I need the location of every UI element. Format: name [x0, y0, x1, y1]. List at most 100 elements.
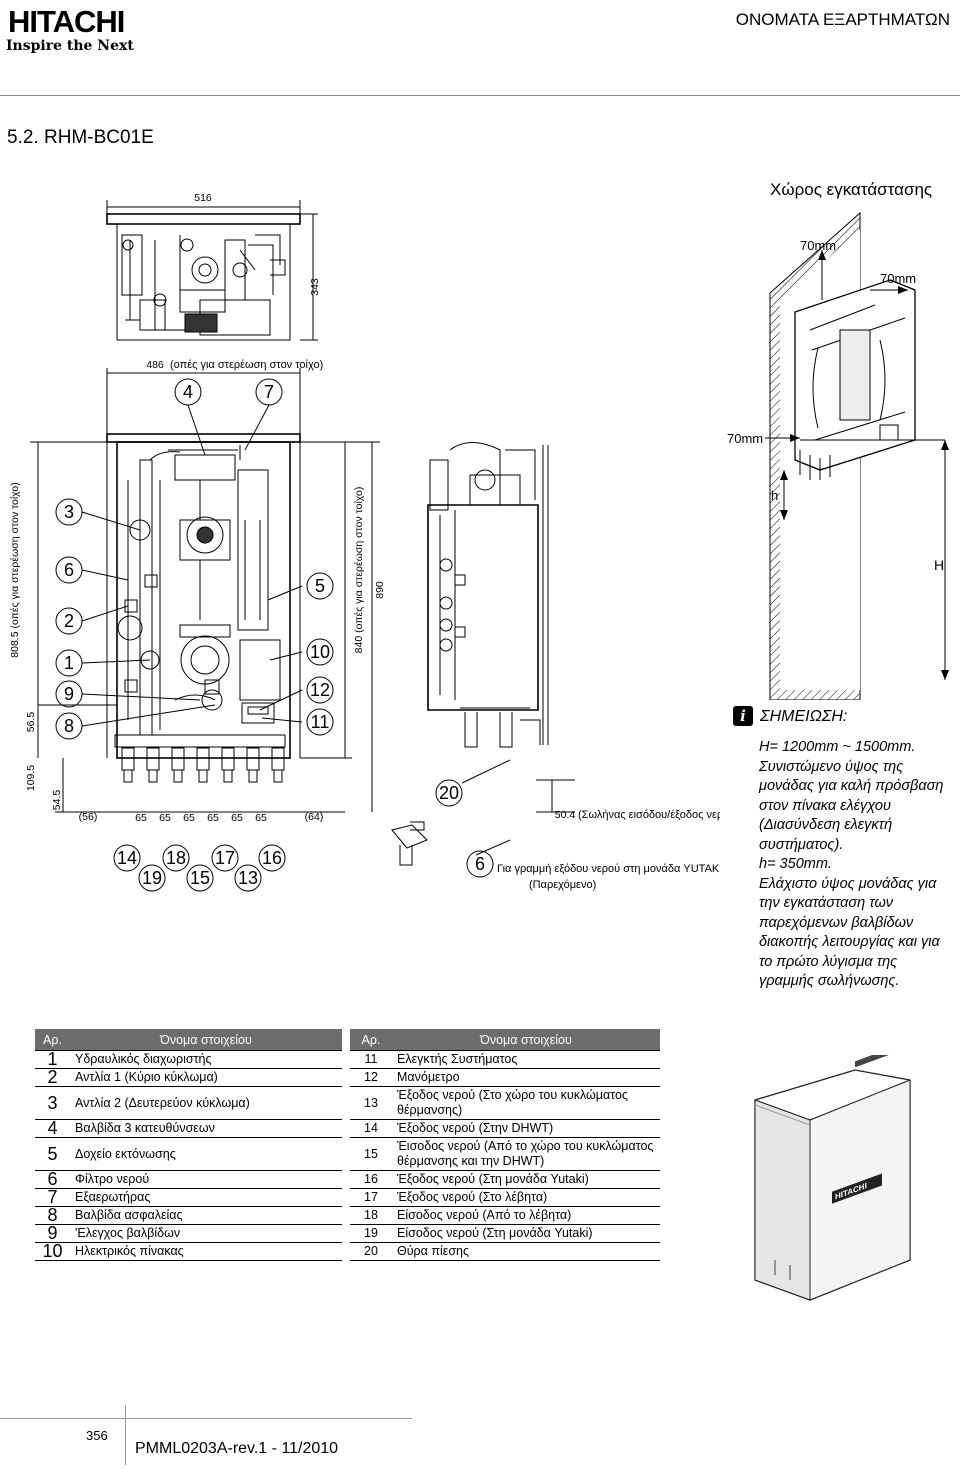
row-name: Βαλβίδα ασφαλείας: [70, 1206, 342, 1225]
row-number: 6: [35, 1170, 70, 1189]
footer-line: [0, 1418, 412, 1419]
dim-65-1: 65: [135, 812, 147, 824]
row-gap: [342, 1188, 350, 1207]
callout-17: 17: [215, 848, 235, 868]
dim-54-5: 54.5: [51, 790, 63, 811]
row-number-2: 11: [350, 1050, 392, 1069]
callout-18: 18: [166, 848, 186, 868]
note-line-3: h= 350mm.: [759, 856, 832, 872]
row-name: Εξαερωτήρας: [70, 1188, 342, 1207]
unit-illustration: HITACHI: [754, 1055, 911, 1301]
row-name-2: Έξοδος νερού (Στην DHWT): [392, 1119, 660, 1138]
row-number: 4: [35, 1119, 70, 1138]
callout-15: 15: [190, 868, 210, 888]
dim-109-5: 109.5: [25, 765, 37, 791]
dim-65-2: 65: [159, 812, 171, 824]
row-number: 8: [35, 1206, 70, 1225]
callout-9: 9: [64, 684, 74, 704]
row-number: 9: [35, 1224, 70, 1243]
row-gap: [342, 1086, 350, 1120]
dim-bottom-left: (56): [79, 811, 98, 823]
page-title: 5.2. RHM-BC01E: [7, 127, 154, 148]
dim-65-6: 65: [255, 812, 267, 824]
row-name: Δοχείο εκτόνωσης: [70, 1137, 342, 1171]
info-icon: i: [733, 706, 753, 726]
row-number-2: 14: [350, 1119, 392, 1138]
clearance-top: 70mm: [800, 238, 836, 253]
row-number: 1: [35, 1050, 70, 1069]
row-gap: [342, 1206, 350, 1225]
parts-table: Αρ. Όνομα στοιχείου Αρ. Όνομα στοιχείου …: [35, 1029, 660, 1261]
row-gap: [342, 1119, 350, 1138]
callout-16: 16: [262, 848, 282, 868]
dim-65-5: 65: [231, 812, 243, 824]
callout-20: 20: [439, 783, 459, 803]
callout-12: 12: [310, 680, 330, 700]
row-name: Αντλία 2 (Δευτερεύον κύκλωμα): [70, 1086, 342, 1120]
row-number: 10: [35, 1242, 70, 1261]
filter-note-2: (Παρεχόμενο): [529, 879, 596, 891]
callout-19: 19: [142, 868, 162, 888]
row-number-2: 13: [350, 1086, 392, 1120]
dim-left-height: 808.5 (οπές για στερέωση στον τοίχο): [9, 482, 21, 657]
row-number: 7: [35, 1188, 70, 1207]
height-h-label: h: [771, 488, 778, 503]
page-number: 356: [86, 1428, 108, 1443]
row-number: 3: [35, 1086, 70, 1120]
note-line-2: Συνιστώμενο ύψος της μονάδας για καλή πρ…: [759, 758, 944, 853]
dim-890: 890: [374, 581, 386, 599]
dim-top-width: 516: [194, 192, 212, 204]
row-gap: [342, 1050, 350, 1069]
row-number-2: 17: [350, 1188, 392, 1207]
section-header: ΟΝΟΜΑΤΑ ΕΞΑΡΤΗΜΑΤΩΝ: [735, 10, 950, 29]
install-space-title: Χώρος εγκατάστασης: [770, 180, 933, 199]
row-number-2: 12: [350, 1068, 392, 1087]
row-name-2: Έξοδος νερού (Στη μονάδα Yutaki): [392, 1170, 660, 1189]
row-number: 2: [35, 1068, 70, 1087]
row-number-2: 20: [350, 1242, 392, 1261]
row-number: 5: [35, 1137, 70, 1171]
row-name: Βαλβίδα 3 κατευθύνσεων: [70, 1119, 342, 1138]
row-name-2: Είσοδος νερού (Από το λέβητα): [392, 1206, 660, 1225]
note-title: ΣΗΜΕΙΩΣΗ:: [760, 708, 848, 725]
callout-11: 11: [311, 712, 330, 732]
row-gap: [342, 1068, 350, 1087]
col-header-no: Αρ.: [35, 1029, 70, 1051]
note-line-1: H= 1200mm ~ 1500mm.: [759, 739, 916, 755]
row-name-2: Έξοδος νερού (Στο χώρο του κυκλώματος θέ…: [392, 1086, 660, 1120]
row-name: 'Ελεγχος βαλβίδων: [70, 1224, 342, 1243]
callout-8: 8: [64, 716, 74, 736]
callout-1: 1: [64, 653, 74, 673]
row-name: Υδραυλικός διαχωριστής: [70, 1050, 342, 1069]
callout-7: 7: [264, 382, 274, 402]
row-name: Φίλτρο νερού: [70, 1170, 342, 1189]
dim-56-5: 56.5: [25, 712, 37, 733]
unit-dimension-drawing: .ln { stroke:#000; fill:none; stroke-wid…: [9, 192, 720, 892]
callout-6: 6: [64, 560, 74, 580]
row-number-2: 19: [350, 1224, 392, 1243]
row-name-2: Έξοδος νερού (Στο λέβητα): [392, 1188, 660, 1207]
row-name-2: Έισοδος νερού (Από το χώρο του κυκλώματο…: [392, 1137, 660, 1171]
footer-divider: [125, 1405, 126, 1465]
row-name-2: Είσοδος νερού (Στη μονάδα Yutaki): [392, 1224, 660, 1243]
brand-tagline: Inspire the Next: [6, 38, 134, 54]
dim-top-depth: 343: [309, 278, 321, 296]
row-gap: [342, 1242, 350, 1261]
dim-65-3: 65: [183, 812, 195, 824]
row-name: Ηλεκτρικός πίνακας: [70, 1242, 342, 1261]
col-gap: [342, 1029, 350, 1051]
callout-14: 14: [117, 848, 137, 868]
row-gap: [342, 1170, 350, 1189]
note-line-4: Ελάχιστο ύψος μονάδας για την εγκατάστασ…: [759, 875, 940, 990]
document-code: PMML0203A-rev.1 - 11/2010: [135, 1440, 339, 1457]
row-number-2: 18: [350, 1206, 392, 1225]
